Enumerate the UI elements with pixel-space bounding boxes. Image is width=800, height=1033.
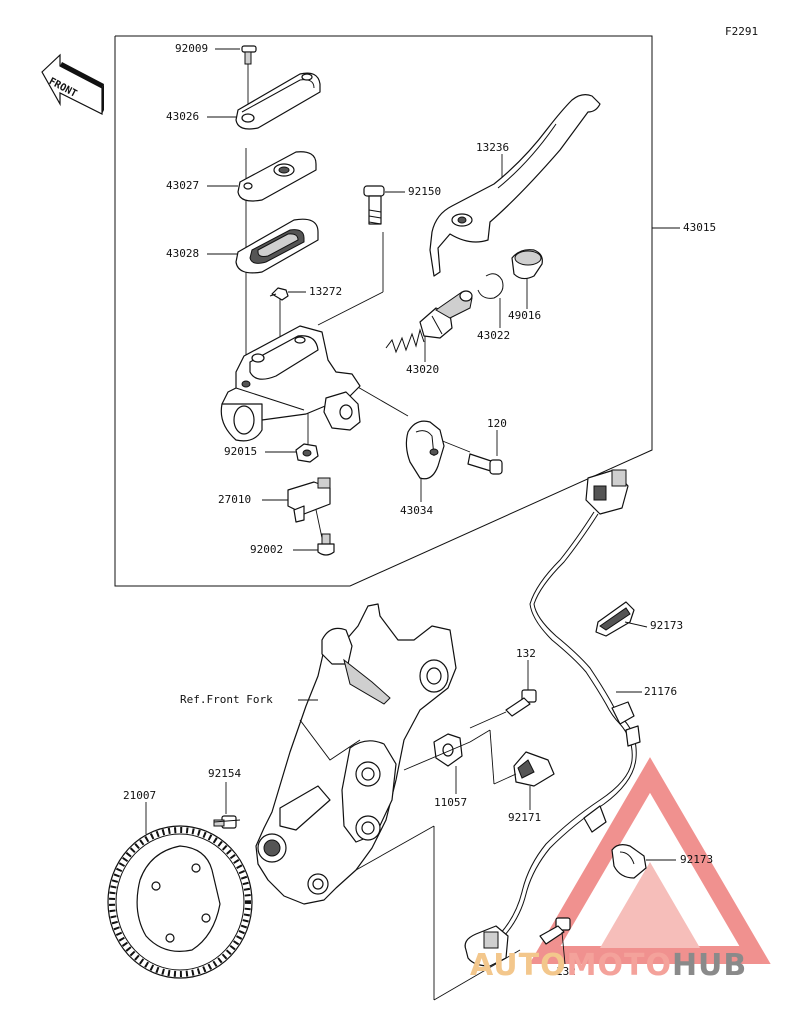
part-label-13272[interactable]: 13272: [309, 285, 343, 298]
pin-13272: [269, 287, 289, 301]
part-label-132-upper[interactable]: 132: [516, 647, 536, 660]
dust-boot-49016: [511, 249, 543, 280]
part-label-92009[interactable]: 92009: [175, 42, 209, 55]
front-arrow-icon: [41, 53, 104, 115]
diagram-code: F2291: [725, 25, 759, 38]
part-label-43022[interactable]: 43022: [477, 329, 511, 342]
abs-sensor-harness-21176: [464, 469, 641, 967]
part-label-92015[interactable]: 92015: [224, 445, 258, 458]
part-label-92150[interactable]: 92150: [408, 185, 442, 198]
circlip-43022: [477, 273, 504, 299]
diaphragm-plate-43027: [237, 151, 317, 202]
screw-92002: [317, 533, 335, 556]
part-label-92173-lower[interactable]: 92173: [680, 853, 714, 866]
master-cylinder-body: [220, 325, 361, 442]
brake-switch-27010: [287, 477, 331, 523]
front-fork-reference: [255, 603, 457, 905]
watermark-auto: AUTO: [470, 948, 567, 983]
screw-92154: [213, 815, 237, 829]
part-label-92171[interactable]: 92171: [508, 811, 542, 824]
bolt-132-upper: [505, 689, 537, 717]
part-label-43027[interactable]: 43027: [166, 179, 200, 192]
diaphragm-43028: [235, 218, 319, 274]
bracket-11057: [433, 733, 463, 767]
leader-lines-bottom: [145, 621, 676, 1001]
part-label-27010[interactable]: 27010: [218, 493, 252, 506]
part-label-21007[interactable]: 21007: [123, 789, 157, 802]
part-label-43028[interactable]: 43028: [166, 247, 200, 260]
clamp-92171: [513, 751, 555, 787]
assembly-boundary-43015: [114, 35, 653, 587]
bolt-132-lower: [539, 917, 571, 945]
clamp-92173-upper: [595, 601, 635, 637]
ref-front-fork-label: Ref.Front Fork: [180, 693, 273, 706]
pivot-bolt-92150: [363, 185, 385, 225]
nut-92015: [295, 443, 319, 463]
screw-92009: [241, 45, 257, 65]
watermark-moto: MOTO: [566, 948, 672, 983]
clamp-92173-lower: [611, 844, 647, 879]
part-label-43026[interactable]: 43026: [166, 110, 200, 123]
brake-lever-13236: [429, 94, 601, 277]
part-label-13236[interactable]: 13236: [476, 141, 510, 154]
reservoir-cap-43026: [235, 72, 321, 130]
part-label-21176[interactable]: 21176: [644, 685, 678, 698]
abs-rotor-21007: [107, 825, 253, 979]
part-label-92154[interactable]: 92154: [208, 767, 242, 780]
part-label-132-lower[interactable]: 132: [556, 965, 576, 978]
part-label-92002[interactable]: 92002: [250, 543, 284, 556]
handlebar-clamp-43034: [405, 420, 445, 480]
part-label-43015[interactable]: 43015: [683, 221, 717, 234]
part-label-43020[interactable]: 43020: [406, 363, 440, 376]
watermark-hub: HUB: [671, 948, 748, 983]
watermark-triangle-icon: [529, 757, 771, 964]
piston-kit-43020: [385, 290, 473, 354]
part-label-49016[interactable]: 49016: [508, 309, 542, 322]
part-label-120[interactable]: 120: [487, 417, 507, 430]
part-label-92173-upper[interactable]: 92173: [650, 619, 684, 632]
watermark-logo-text: AUTOMOTOHUB: [470, 948, 747, 983]
part-label-11057[interactable]: 11057: [434, 796, 468, 809]
part-label-43034[interactable]: 43034: [400, 504, 434, 517]
bolt-120: [467, 453, 503, 475]
